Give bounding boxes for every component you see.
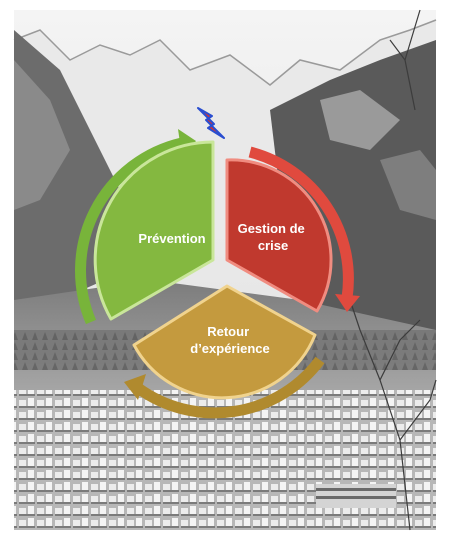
cycle-segments xyxy=(93,140,333,400)
retour-arrow xyxy=(134,356,325,419)
gestion-label-line-2: crise xyxy=(258,238,288,253)
prevention-label-line-1: Prévention xyxy=(138,231,205,246)
retour-segment xyxy=(132,284,317,400)
retour-label-line-1: Retour xyxy=(207,324,249,339)
prevention-label: Prévention xyxy=(138,231,205,246)
gestion-arrow xyxy=(248,146,354,299)
retour-label-line-2: d’expérience xyxy=(190,341,270,356)
gestion-label: Gestion de crise xyxy=(238,221,309,253)
prevention-arrow xyxy=(75,137,184,325)
retour-label: Retour d’expérience xyxy=(190,324,270,356)
gestion-label-line-1: Gestion de xyxy=(238,221,305,236)
cycle-arrows xyxy=(75,129,360,419)
lightning-bolt-icon xyxy=(197,107,225,139)
prevention-segment xyxy=(93,140,215,321)
gestion-segment xyxy=(225,158,333,313)
